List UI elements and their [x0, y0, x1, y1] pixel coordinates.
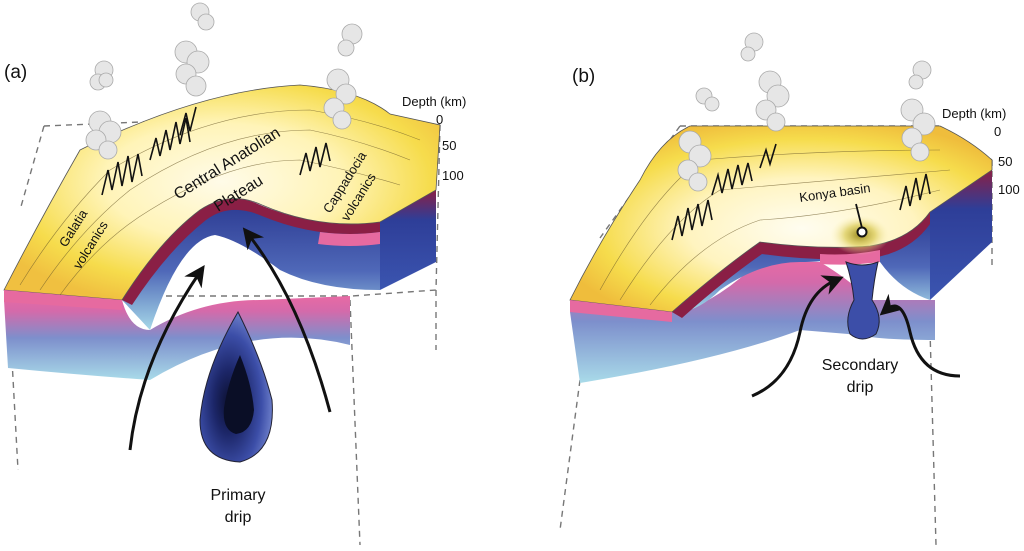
panel-b-right-face [930, 170, 992, 300]
panel-b-volcano-ridges [671, 143, 931, 241]
panel-a-letter: (a) [4, 62, 27, 83]
panel-a-depth-tick-100: 100 [442, 168, 464, 183]
steam-plume-icon [695, 87, 720, 112]
panel-b-depth-tick-50: 50 [998, 154, 1012, 169]
steam-plume-icon [337, 23, 363, 57]
primary-drip-core [223, 355, 254, 434]
steam-plume-icon [908, 60, 932, 90]
panel-a-front-face [4, 296, 350, 380]
konya-basin-leader [855, 203, 863, 229]
primary-drip-label-line2: drip [225, 509, 252, 526]
panel-a-flow-arrow-left [128, 265, 205, 451]
panel-a-lower-crust-band [122, 198, 380, 305]
steam-plume-icon [85, 110, 122, 160]
panel-b-letter: (b) [572, 66, 595, 87]
panel-b-depth-title: Depth (km) [942, 106, 1006, 121]
panel-a-depth-title: Depth (km) [402, 94, 466, 109]
panel-a-dashed-box [11, 112, 441, 546]
panel-a-contours [19, 109, 421, 296]
steam-plume-icon [740, 32, 764, 62]
steam-plume-icon [190, 2, 215, 31]
panel-b-depth-tick-0: 0 [994, 124, 1001, 139]
steam-plume-icon [677, 130, 712, 192]
panel-a-depth-tick-50: 50 [442, 138, 456, 153]
panel-b-surface [569, 125, 993, 313]
secondary-drip-label-line2: drip [847, 379, 874, 396]
panel-a-pink-edge [4, 290, 122, 310]
secondary-drip-label-line1: Secondary [822, 357, 899, 374]
primary-drip-label-line1: Primary [210, 487, 265, 504]
panel-b-depth-tick-100: 100 [998, 182, 1020, 197]
panel-a-moho-band [318, 232, 380, 246]
panel-b-flow-arrow-left [751, 275, 844, 398]
panel-b: (b) Konya basin [559, 32, 1020, 546]
steam-plume-icon [174, 40, 210, 97]
panel-a-flow-arrow-right [242, 227, 332, 413]
panel-b-steam-plumes [677, 32, 936, 192]
panel-b-front-face [570, 260, 935, 383]
steam-plume-icon [900, 98, 936, 162]
secondary-drip-shape [845, 261, 880, 340]
panel-a: (a) [3, 2, 466, 546]
panel-a-volcano-ridges [101, 106, 331, 196]
panel-a-depth-tick-0: 0 [436, 112, 443, 127]
panel-b-pink-edge [570, 300, 672, 322]
steam-plume-icon [323, 68, 357, 130]
steam-plume-icon [755, 70, 790, 132]
konya-basin-marker [856, 226, 868, 238]
panel-b-flow-arrow-right [879, 293, 961, 378]
steam-plume-icon [89, 60, 114, 91]
panel-a-right-face [380, 190, 436, 290]
panel-a-steam-plumes [85, 2, 363, 160]
